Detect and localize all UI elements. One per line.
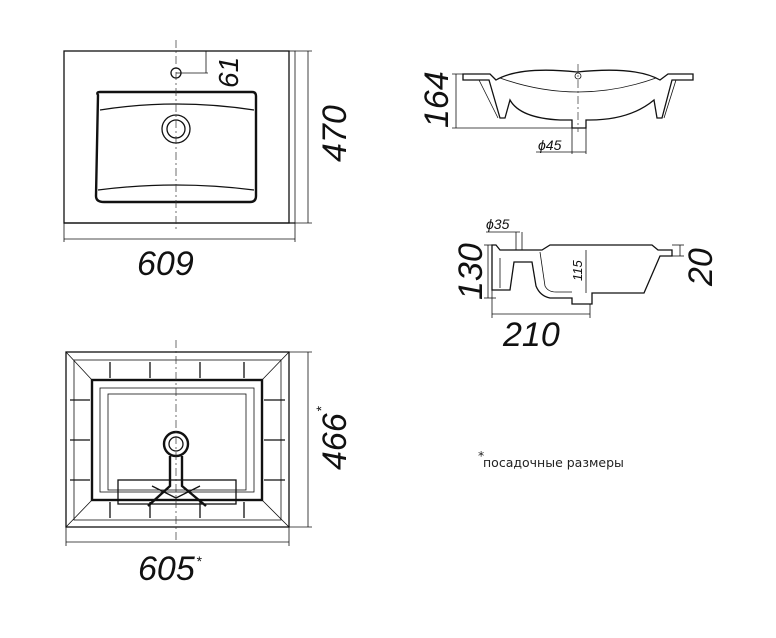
top-view-depth-label: 470 [316, 105, 354, 162]
side-section-inner-depth-label: 115 [570, 260, 585, 281]
side-section: ϕ35 130 115 20 210 [452, 216, 720, 354]
side-section-inner-wall [539, 251, 572, 293]
bottom-view-width-fit-mark: * [196, 553, 202, 569]
bottom-view-depth-label: 466 [316, 413, 354, 470]
bottom-view-bowl-outline [90, 378, 264, 502]
front-section-drain-label: ϕ45 [538, 137, 562, 153]
top-view-width-label: 609 [137, 245, 194, 283]
bottom-view-width-label: 605 [138, 550, 195, 588]
side-section-drain-label: ϕ35 [486, 216, 510, 232]
side-section-rim-label: 20 [682, 248, 720, 287]
side-section-height-label: 130 [452, 243, 490, 300]
note-mark: * [478, 448, 484, 463]
bottom-view: 466 * 605 * [65, 340, 354, 588]
fit-dimensions-note: * посадочные размеры [478, 448, 624, 470]
top-view: 61 470 609 [63, 40, 354, 283]
front-section: 164 ϕ45 [418, 64, 694, 154]
top-view-side-edge [288, 50, 296, 224]
side-section-depth-label: 210 [502, 316, 560, 354]
bottom-view-depth-fit-mark: * [313, 406, 329, 412]
bottom-view-drain-support [147, 456, 207, 507]
note-text: посадочные размеры [483, 455, 624, 470]
bottom-view-outline [65, 351, 290, 528]
bottom-view-ribs [70, 362, 285, 518]
front-section-outline [462, 69, 694, 129]
top-view-bowl-back-curve [99, 103, 255, 111]
tap-offset-label: 61 [213, 57, 244, 88]
front-section-tap-hole [574, 72, 582, 80]
side-section-outline [491, 244, 673, 305]
top-view-bowl [94, 90, 258, 204]
front-section-height-label: 164 [418, 71, 456, 128]
